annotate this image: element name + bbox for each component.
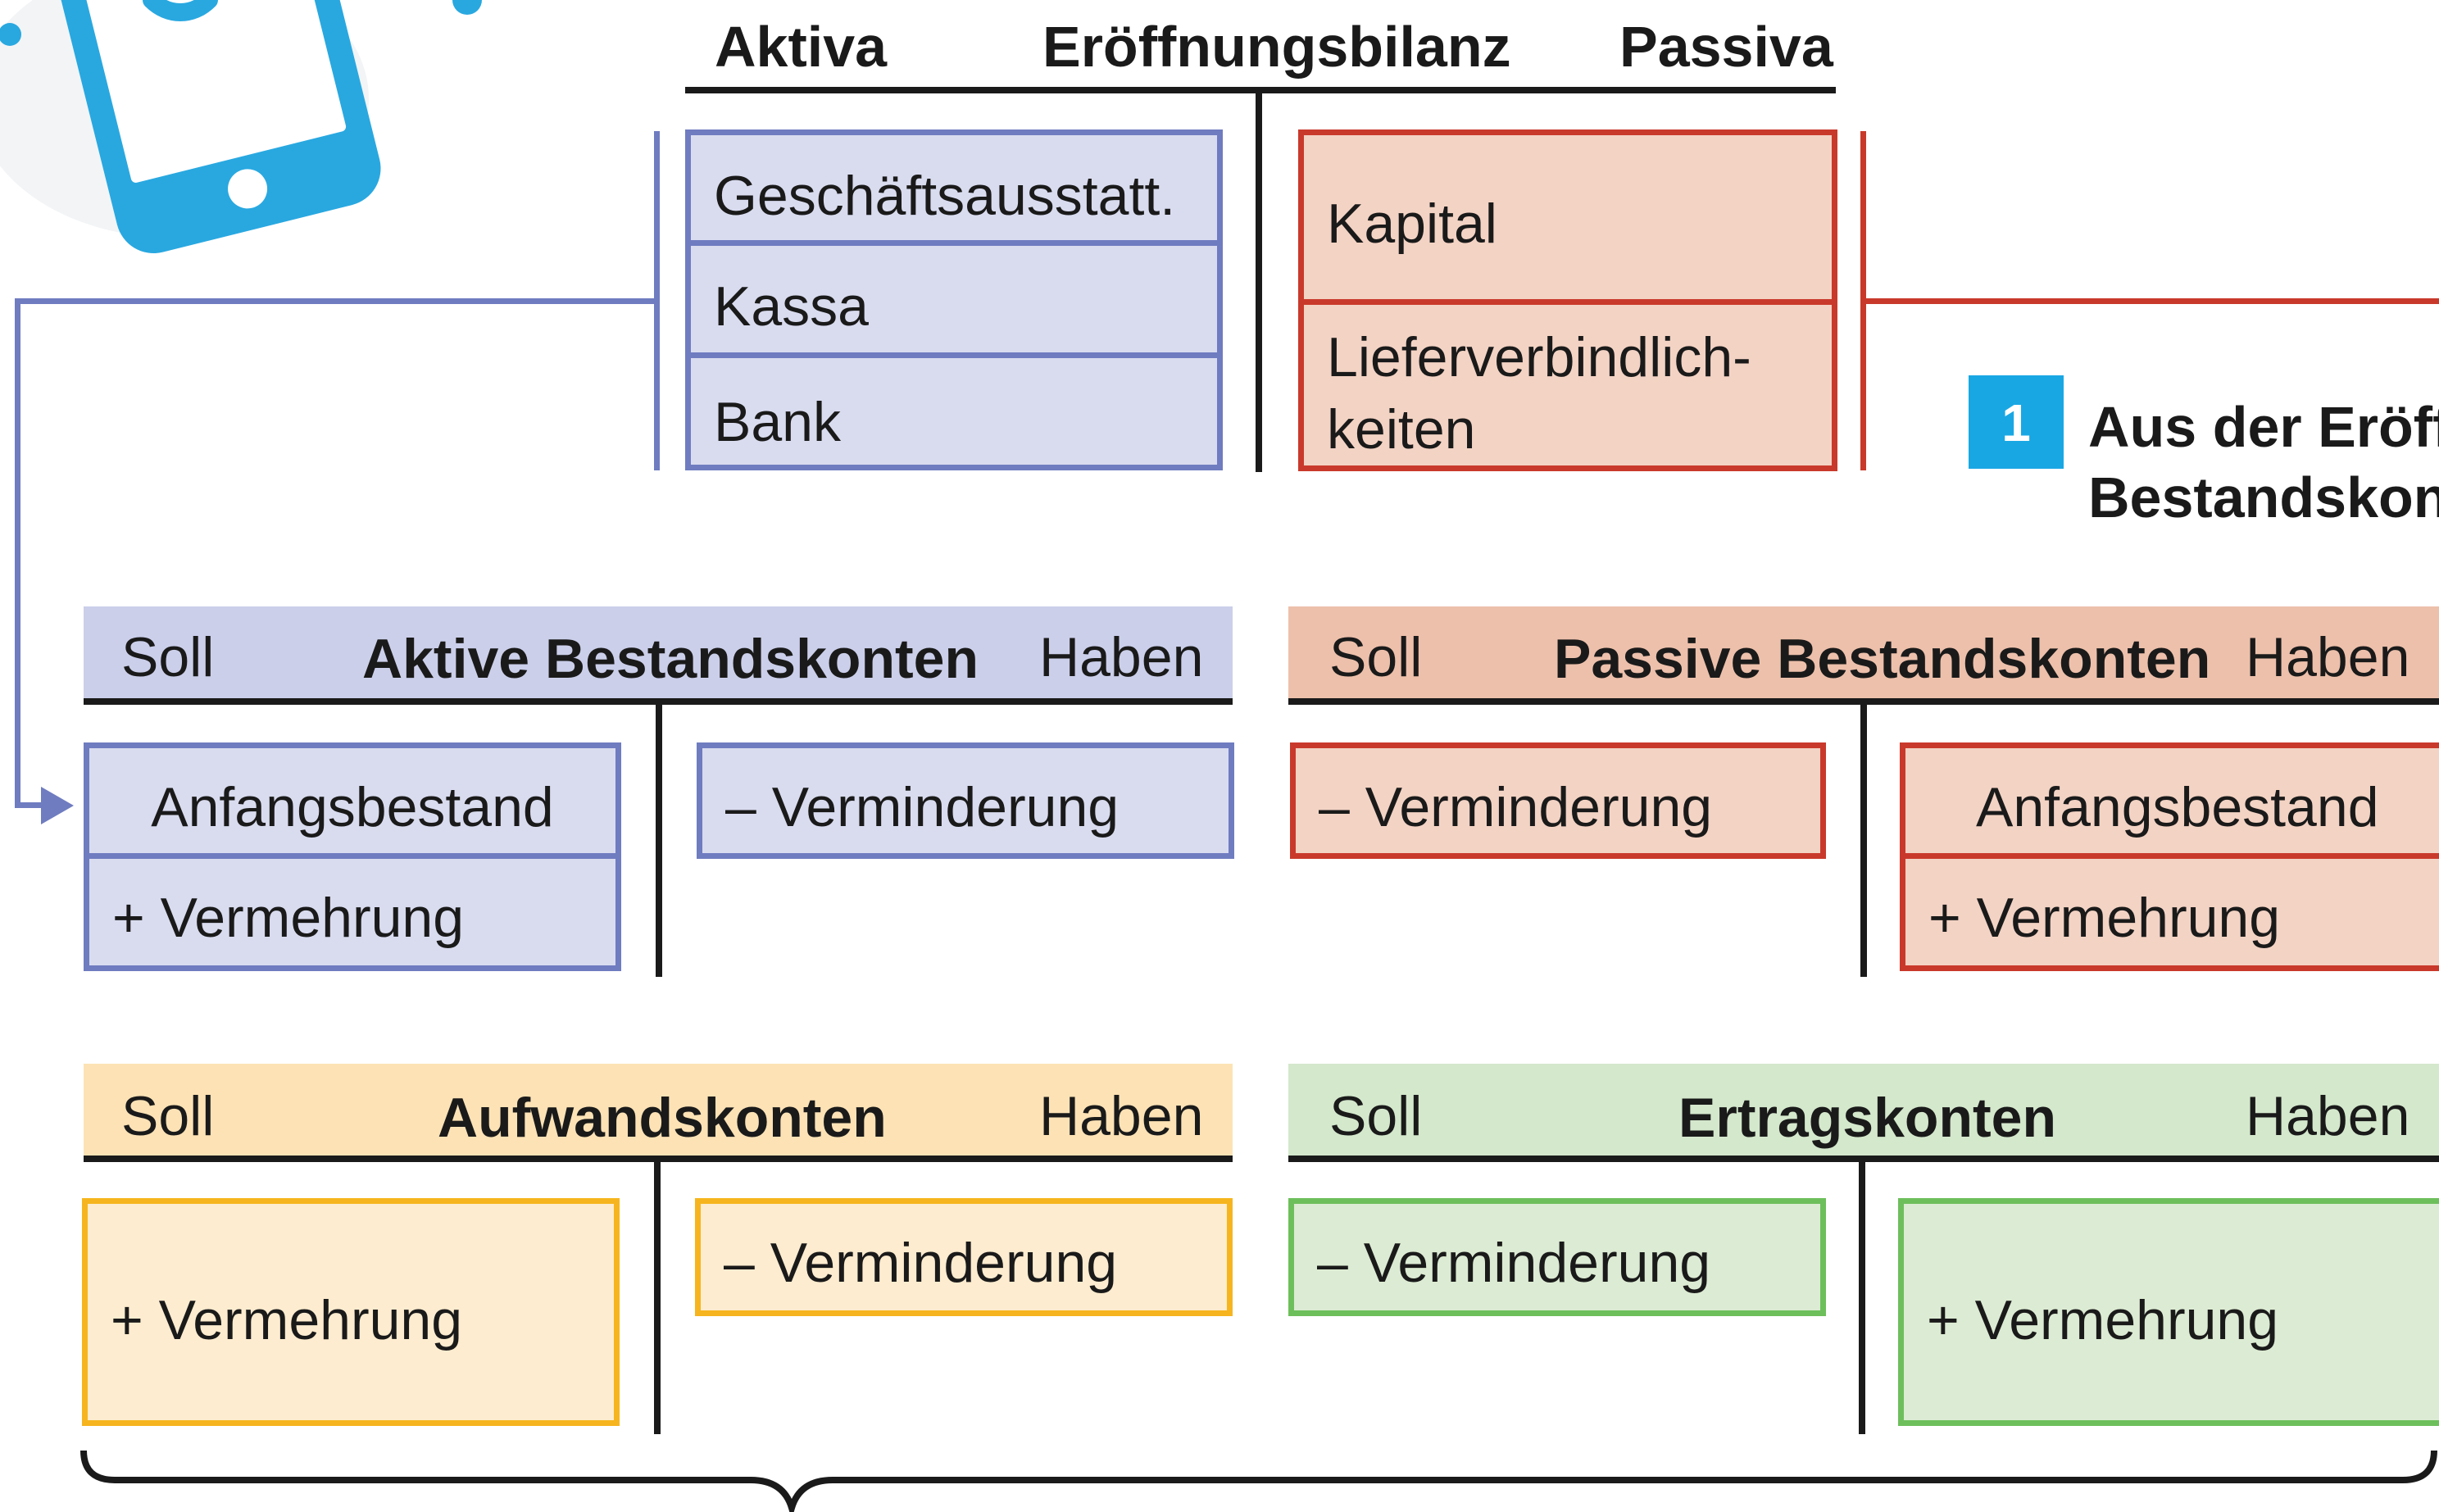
t-account-rule-passiv [1288,698,2439,705]
smartphone-icon [0,0,482,254]
ertrag-soll-verminderung: – Verminderung [1288,1198,1826,1316]
account-header-passiv: Soll Passive Bestandskonten Haben [1288,606,2439,698]
aktiva-item-label: Bank [714,391,841,453]
balance-center-rule [1256,90,1262,472]
balance-left-label: Aktiva [715,15,888,79]
t-account-divider-aktiv [656,705,662,977]
passiv-haben-anfangsbestand: Anfangsbestand [1900,742,2439,859]
account-header-ertrag: Soll Ertragskonten Haben [1288,1064,2439,1157]
aufwand-soll-vermehrung: + Vermehrung [82,1198,620,1426]
passiv-haben-vermehrung: + Vermehrung [1900,853,2439,971]
account-title: Passive Bestandskonten [1554,628,2211,690]
haben-label: Haben [1039,626,1204,688]
entry-label: – Verminderung [725,776,1120,838]
entry-label: Anfangsbestand [1976,776,2379,838]
account-title: Aufwandskonten [438,1087,887,1149]
passiva-item-label: Kapital [1327,193,1497,255]
t-account-divider-ertrag [1859,1162,1865,1434]
entry-label: + Vermehrung [1928,887,2281,949]
soll-label: Soll [121,626,215,688]
aktiva-item-label: Kassa [714,275,869,338]
passiva-item-label-line2: keiten [1327,398,1476,461]
aktiv-soll-vermehrung: + Vermehrung [84,853,621,971]
account-header-aufwand: Soll Aufwandskonten Haben [84,1064,1233,1157]
entry-label: – Verminderung [1319,776,1713,838]
soll-label: Soll [1329,1085,1423,1147]
aktiva-connector-horizontal [15,802,48,808]
passiva-item-kapital: Kapital [1298,129,1837,305]
balance-right-label: Passiva [1619,15,1833,79]
aktiv-soll-anfangsbestand: Anfangsbestand [84,742,621,859]
ertrag-haben-vermehrung: + Vermehrung [1898,1198,2439,1426]
aktiva-item-kassa: Kassa [685,240,1223,358]
account-title: Ertragskonten [1678,1087,2056,1149]
arrow-right-icon [41,787,74,824]
entry-label: + Vermehrung [112,887,465,949]
step-number: 1 [2001,393,2031,452]
entry-label: – Verminderung [724,1232,1118,1294]
passiv-soll-verminderung: – Verminderung [1290,742,1826,859]
passiva-item-lieferverbindlichkeiten: Lieferverbindlich- keiten [1298,299,1837,471]
aktiva-item-bank: Bank [685,352,1223,470]
entry-label: – Verminderung [1317,1232,1711,1294]
passiva-item-label-line1: Lieferverbindlich- [1327,326,1751,388]
aufwand-haben-verminderung: – Verminderung [695,1198,1233,1316]
t-account-rule-ertrag [1288,1156,2439,1162]
t-account-rule-aktiv [84,698,1233,705]
entry-label: Anfangsbestand [151,776,554,838]
step-badge: 1 [1969,375,2064,469]
haben-label: Haben [1039,1085,1204,1147]
t-account-rule-aufwand [84,1156,1233,1162]
aktiva-connector [15,298,660,304]
soll-label: Soll [121,1085,215,1147]
aktiv-haben-verminderung: – Verminderung [697,742,1234,859]
t-account-divider-aufwand [654,1162,661,1434]
entry-label: + Vermehrung [1927,1289,2279,1351]
haben-label: Haben [2246,626,2410,688]
account-title: Aktive Bestandskonten [362,628,979,690]
aktiva-item-label: Geschäftsausstatt. [714,165,1176,227]
passiva-connector [1860,298,2439,304]
account-header-aktiv: Soll Aktive Bestandskonten Haben [84,606,1233,698]
aktiva-item-geschaeftsausstattung: Geschäftsausstatt. [685,129,1223,246]
aktiva-connector-vertical [15,298,20,808]
soll-label: Soll [1329,626,1423,688]
balance-title: Eröffnungsbilanz [1042,15,1511,79]
curly-brace [80,1450,2437,1512]
entry-label: + Vermehrung [111,1289,463,1351]
haben-label: Haben [2246,1085,2410,1147]
phone-illustration [0,0,525,262]
t-account-divider-passiv [1860,705,1867,977]
step-caption-line1: Aus der Eröffn [2088,395,2439,459]
step-caption-line2: Bestandskont [2088,465,2439,529]
